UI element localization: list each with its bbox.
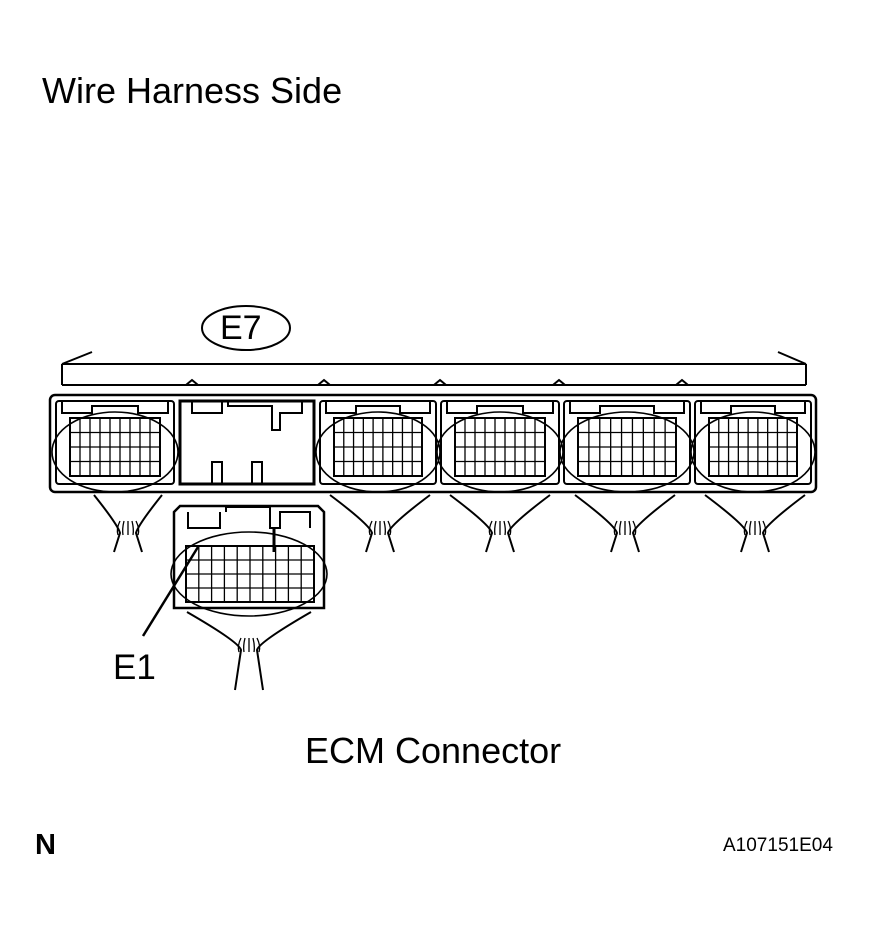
connector-cavities: [52, 401, 815, 492]
e1-leader-line: [143, 547, 198, 636]
north-marker: N: [35, 829, 56, 861]
terminal-grid-6: [709, 418, 797, 476]
connector-slot-3: [316, 401, 440, 492]
e1-terminal-grid: [171, 532, 327, 616]
diagram-caption: ECM Connector: [305, 730, 562, 771]
connector-slot-5: [560, 401, 694, 492]
wire-bundle-2: [330, 495, 430, 552]
connector-shroud: [62, 352, 806, 385]
e7-callout: [202, 306, 290, 350]
connector-label-e1: E1: [113, 648, 156, 687]
e1-terminals: [186, 546, 314, 602]
figure-code: A107151E04: [723, 835, 833, 856]
connector-slot-2: [180, 401, 314, 484]
wire-bundle-4: [575, 495, 675, 552]
ecm-body: [50, 395, 816, 492]
wire-bundle-5: [705, 495, 805, 552]
connector-label-e7: E7: [220, 309, 262, 347]
terminal-grid-4: [455, 418, 545, 476]
terminal-grid-1: [70, 418, 160, 476]
wire-harness: [94, 495, 805, 690]
connector-slot-1: [52, 401, 178, 492]
wire-bundle-1: [94, 495, 162, 552]
wire-bundle-e1: [187, 612, 311, 690]
wire-bundle-3: [450, 495, 550, 552]
terminal-grid-5: [578, 418, 676, 476]
e1-seal: [171, 532, 327, 616]
terminal-grid-3: [334, 418, 422, 476]
connector-slot-6: [691, 401, 815, 492]
diagram-title: Wire Harness Side: [42, 70, 343, 111]
